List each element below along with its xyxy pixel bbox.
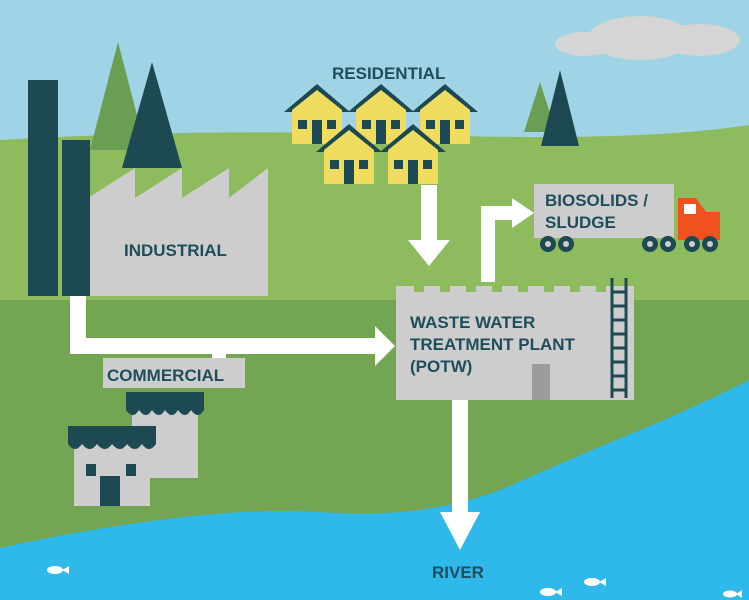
- residential-houses: [284, 84, 478, 184]
- tree-icon: [90, 42, 579, 168]
- plant-label-line1: WASTE WATER: [410, 313, 535, 332]
- ladder: [610, 278, 628, 398]
- house-icon: [412, 84, 478, 144]
- store-icon: [68, 392, 204, 506]
- industrial-label: INDUSTRIAL: [124, 241, 227, 260]
- river-label: RIVER: [432, 563, 484, 582]
- arrow-icon: [70, 185, 534, 550]
- commercial-label: COMMERCIAL: [107, 366, 224, 385]
- biosolids-label-line2: SLUDGE: [545, 213, 616, 232]
- house-icon: [316, 124, 382, 184]
- cloud-icon: [555, 16, 740, 60]
- plant-label-line3: (POTW): [410, 357, 472, 376]
- fish-icon: [47, 566, 742, 598]
- house-icon: [380, 124, 446, 184]
- commercial-box: [103, 358, 245, 388]
- residential-label: RESIDENTIAL: [332, 64, 445, 83]
- house-icon: [348, 84, 414, 144]
- plant-label-line2: TREATMENT PLANT: [410, 335, 576, 354]
- biosolids-label-line1: BIOSOLIDS /: [545, 191, 648, 210]
- truck-icon: [534, 184, 720, 252]
- factory-icon: [28, 80, 268, 296]
- river-water: [0, 380, 749, 600]
- house-icon: [284, 84, 350, 144]
- treatment-plant-icon: [396, 278, 634, 400]
- smokestack-icon: [28, 80, 58, 296]
